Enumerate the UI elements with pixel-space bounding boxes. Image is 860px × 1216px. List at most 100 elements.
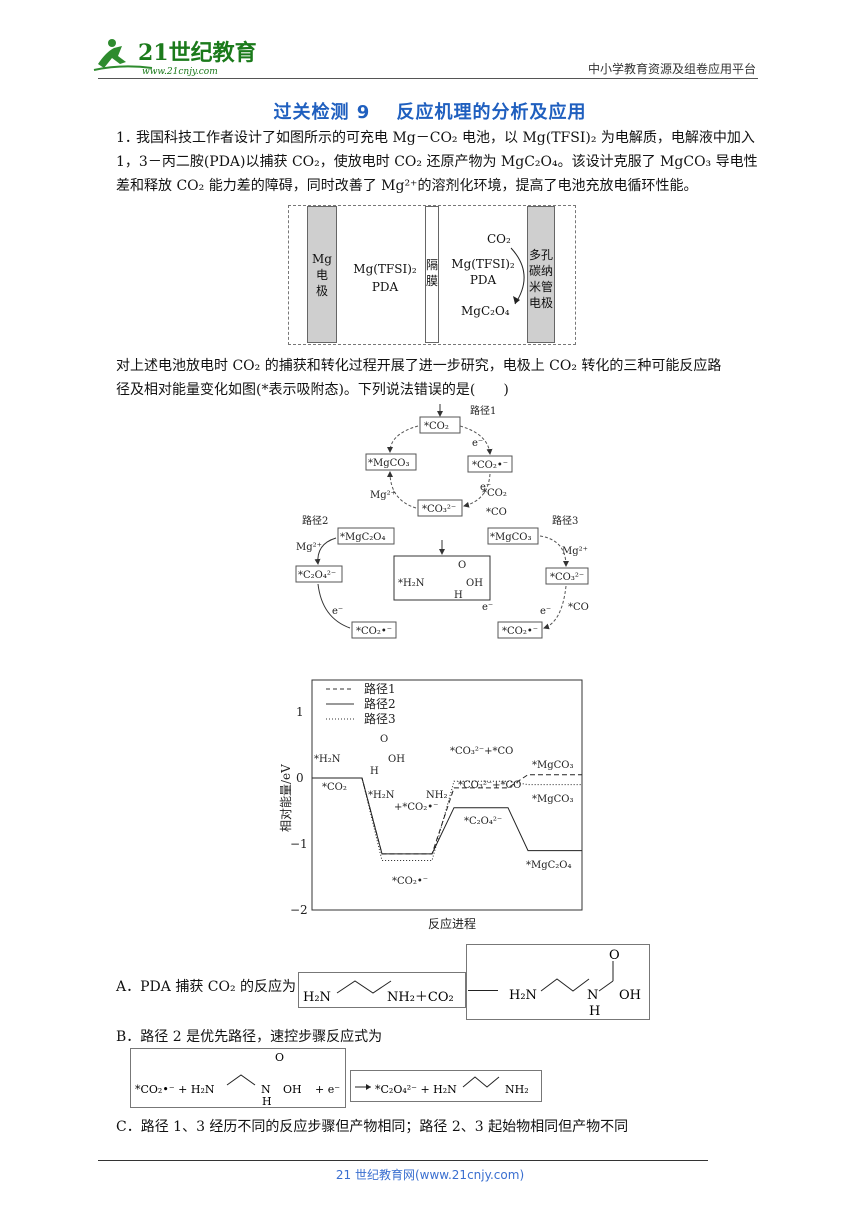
electrolyte-left: Mg(TFSI)₂ PDA bbox=[353, 262, 417, 294]
option-a-rhs-n: N bbox=[587, 988, 598, 1003]
option-a-rhs-h: H bbox=[589, 1004, 600, 1019]
option-b-lhs-box: *CO₂•⁻ + H₂N N H O OH + e⁻ bbox=[130, 1048, 346, 1108]
energy-chart: 路径1 路径2 路径3 1 0 −1 −2 相对能量/eV 反应进程 *H₂N … bbox=[279, 679, 583, 931]
conversion-arrow bbox=[510, 247, 525, 305]
ann-start-co2: *CO₂ bbox=[322, 782, 347, 793]
option-a-rhs-oh: OH bbox=[619, 988, 641, 1003]
path1-e: e⁻ bbox=[472, 438, 483, 449]
co2-label: CO₂ bbox=[487, 232, 511, 246]
mg-electrode: Mg 电 极 bbox=[307, 206, 337, 343]
path2-c2o4: *C₂O₄²⁻ bbox=[298, 570, 336, 581]
ann-start-oh: OH bbox=[388, 754, 405, 765]
ann-low: *CO₂•⁻ bbox=[392, 876, 428, 887]
option-a-lhs-h2n: H₂N bbox=[303, 990, 331, 1005]
option-b-lhs-h: H bbox=[262, 1095, 272, 1107]
center-o: O bbox=[458, 560, 466, 571]
center-h: H bbox=[454, 590, 463, 601]
path1-mgco3: *MgCO₃ bbox=[368, 458, 410, 469]
option-a-rhs-o: O bbox=[609, 948, 620, 963]
question-line-3: 差和释放 CO₂ 能力差的障碍，同时改善了 Mg²⁺的溶剂化环境，提高了电池充放… bbox=[116, 178, 698, 194]
option-b-lhs: *CO₂•⁻ + H₂N bbox=[135, 1083, 215, 1096]
ann-mid-h2n: *H₂N bbox=[368, 790, 395, 801]
ann-mgco3-1: *MgCO₃ bbox=[532, 760, 574, 771]
electrolyte-right: Mg(TFSI)₂ PDA bbox=[451, 257, 515, 287]
mechanism-diagram: 路径1 *CO₂ *MgCO₃ *CO₂•⁻ *CO₃²⁻ e⁻ e⁻ *CO₂… bbox=[295, 404, 589, 639]
option-a-rhs-h2n: H₂N bbox=[509, 988, 537, 1003]
path1-e2: e⁻ bbox=[480, 482, 491, 493]
footer-divider bbox=[98, 1160, 708, 1161]
center-h2n: *H₂N bbox=[398, 578, 425, 589]
ytick-1: 1 bbox=[296, 705, 304, 719]
ann-start-h2n: *H₂N bbox=[314, 754, 341, 765]
path3-co3: *CO₃²⁻ bbox=[550, 572, 584, 583]
question-line-2: 1，3－丙二胺(PDA)以捕获 CO₂，使放电时 CO₂ 还原产物为 MgC₂O… bbox=[116, 154, 758, 170]
mgc2o4-label: MgC₂O₄ bbox=[461, 304, 510, 318]
option-b-lhs-e: + e⁻ bbox=[315, 1083, 340, 1096]
path2-e: e⁻ bbox=[332, 606, 343, 617]
path1-co2: *CO₂ bbox=[424, 421, 449, 432]
logo-text: 21世纪教育 bbox=[138, 40, 257, 66]
path3-mgco3: *MgCO₃ bbox=[490, 532, 532, 543]
path1-mg2: Mg²⁺ bbox=[370, 490, 396, 501]
ann-start-h: H bbox=[370, 766, 379, 777]
logo-url: www.21cnjy.com bbox=[142, 67, 218, 77]
option-b-lhs-oh: OH bbox=[283, 1083, 302, 1096]
path2-label: 路径2 bbox=[302, 514, 328, 527]
option-a-arrow bbox=[468, 990, 498, 991]
legend-label-2: 路径2 bbox=[364, 696, 396, 711]
path1-co: *CO bbox=[486, 507, 507, 518]
ann-mid-plus: +*CO₂•⁻ bbox=[394, 802, 438, 813]
option-b-lhs-n: N bbox=[261, 1083, 271, 1096]
carbon-electrode: 多孔 碳纳 米管 电极 bbox=[527, 206, 555, 343]
path1-co3: *CO₃²⁻ bbox=[422, 504, 456, 515]
ann-p3-high: *CO₃²⁻+*CO bbox=[458, 780, 521, 791]
energy-series-1 bbox=[312, 774, 582, 855]
option-b-rhs: *C₂O₄²⁻ + H₂N bbox=[375, 1083, 457, 1096]
path2-mgc2o4: *MgC₂O₄ bbox=[340, 532, 386, 543]
option-c-text: C．路径 1、3 经历不同的反应步骤但产物相同；路径 2、3 起始物相同但产物不… bbox=[116, 1119, 629, 1135]
question-line-5: 径及相对能量变化如图(*表示吸附态)。下列说法错误的是( ) bbox=[116, 382, 509, 398]
legend-label-1: 路径1 bbox=[364, 681, 396, 696]
platform-label: 中小学教育资源及组卷应用平台 bbox=[587, 62, 756, 76]
energy-lines bbox=[312, 774, 582, 861]
legend-label-3: 路径3 bbox=[364, 711, 396, 726]
y-axis-label: 相对能量/eV bbox=[279, 764, 293, 832]
path2-co2-rad: *CO₂•⁻ bbox=[356, 626, 392, 637]
option-b-rhs-nh2: NH₂ bbox=[505, 1083, 529, 1096]
site-logo: 21世纪教育 www.21cnjy.com bbox=[92, 34, 262, 80]
option-a-lhs-box: H₂N NH₂＋CO₂ bbox=[298, 972, 466, 1008]
path3-label: 路径3 bbox=[552, 514, 578, 527]
ann-p1-high: *CO₃²⁻+*CO bbox=[450, 746, 513, 757]
question-line-1: 我国科技工作者设计了如图所示的可充电 Mg－CO₂ 电池，以 Mg(TFSI)₂… bbox=[136, 130, 755, 146]
battery-diagram: Mg 电 极 Mg(TFSI)₂ PDA 隔 膜 Mg(TFSI)₂ PDA C… bbox=[288, 205, 576, 345]
question-number: 1． bbox=[116, 130, 139, 146]
membrane: 隔 膜 bbox=[425, 206, 439, 343]
ann-mgc2o4: *MgC₂O₄ bbox=[526, 860, 572, 871]
ytick-neg2: −2 bbox=[290, 903, 308, 917]
option-b-text: B．路径 2 是优先路径，速控步骤反应式为 bbox=[116, 1029, 383, 1045]
center-oh: OH bbox=[466, 578, 483, 589]
path1-co2-small: *CO₂ bbox=[482, 488, 507, 499]
ann-start-o: O bbox=[380, 734, 388, 745]
path3-e: e⁻ bbox=[540, 606, 551, 617]
footer-text: 21 世纪教育网(www.21cnjy.com) bbox=[335, 1168, 525, 1182]
ann-mid-nh2: NH₂ bbox=[426, 790, 447, 801]
option-a-rhs-box: H₂N N H O OH bbox=[466, 944, 650, 1020]
ann-mgco3-3: *MgCO₃ bbox=[532, 794, 574, 805]
path3-co: *CO bbox=[568, 602, 589, 613]
path1-co2-rad: *CO₂•⁻ bbox=[472, 460, 508, 471]
ytick-neg1: −1 bbox=[290, 837, 308, 851]
option-a-lhs-nh2: NH₂＋CO₂ bbox=[387, 990, 454, 1005]
path3-mg2: Mg²⁺ bbox=[562, 546, 588, 557]
energy-series-3 bbox=[312, 777, 582, 861]
path1-label: 路径1 bbox=[470, 404, 496, 417]
option-b-lhs-o: O bbox=[275, 1051, 284, 1064]
path2-mg2: Mg²⁺ bbox=[296, 542, 322, 553]
x-axis-label: 反应进程 bbox=[428, 916, 476, 931]
runner-icon bbox=[93, 39, 153, 71]
ann-c2o4: *C₂O₄²⁻ bbox=[464, 816, 502, 827]
option-a-text: A．PDA 捕获 CO₂ 的反应为 bbox=[116, 979, 297, 995]
question-line-4: 对上述电池放电时 CO₂ 的捕获和转化过程开展了进一步研究，电极上 CO₂ 转化… bbox=[116, 358, 722, 374]
option-b-rhs-box: *C₂O₄²⁻ + H₂N NH₂ bbox=[350, 1070, 542, 1102]
header-divider bbox=[98, 78, 758, 79]
